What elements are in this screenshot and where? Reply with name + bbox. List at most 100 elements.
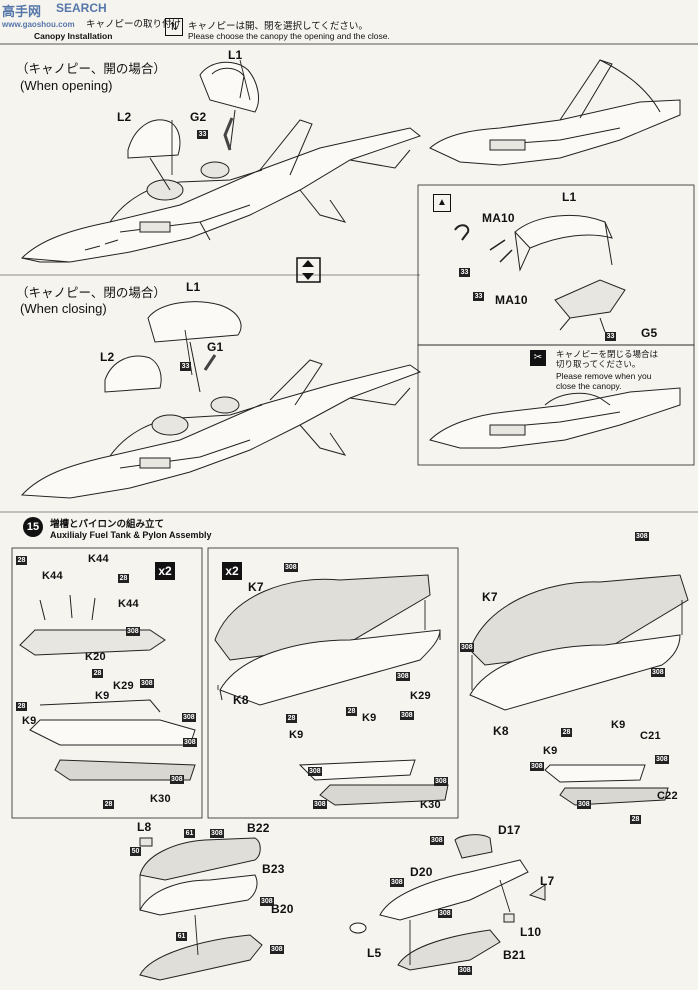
color-tag-28-a5: 28 [103, 800, 114, 809]
tank-c-k8-drawing [469, 634, 681, 711]
color-tag-308-c6: 308 [577, 800, 591, 809]
tank-c-k7-drawing [469, 574, 689, 666]
label-l10: L10 [520, 925, 542, 939]
color-tag-28-b2: 28 [346, 707, 357, 716]
pod-b22-drawing [139, 837, 261, 881]
label-k9-c1: K9 [611, 719, 626, 731]
label-b23: B23 [262, 862, 285, 876]
label-l2-open: L2 [117, 110, 132, 124]
color-tag-308-a4: 308 [183, 738, 197, 747]
label-k7-c: K7 [482, 590, 498, 604]
tank-k7-drawing [214, 574, 431, 661]
label-c22: C22 [657, 790, 678, 802]
label-k9-b1: K9 [362, 712, 377, 724]
pylon-b21-drawing [397, 929, 501, 971]
color-tag-308-c3: 308 [651, 668, 665, 677]
label-c21: C21 [640, 730, 661, 742]
color-tag-33-detail-b: 33 [473, 292, 484, 301]
watermark-url: www.gaoshou.com [2, 20, 75, 29]
label-d20: D20 [410, 865, 433, 879]
color-tag-308-c1: 308 [635, 532, 649, 541]
label-ma10-upper: MA10 [482, 211, 515, 225]
color-tag-308-d1: 308 [210, 829, 224, 838]
header-instruction-en: Please choose the canopy the opening and… [188, 31, 390, 41]
detail-note-en-2: close the canopy. [556, 381, 622, 391]
label-g5: G5 [641, 326, 658, 340]
color-tag-308-e4: 308 [458, 966, 472, 975]
label-l1-detail: L1 [562, 190, 577, 204]
color-tag-308-c2: 308 [460, 643, 474, 652]
color-tag-308-b6: 308 [313, 800, 327, 809]
color-tag-308-b3: 308 [400, 711, 414, 720]
watermark-cn: 高手网 [2, 1, 41, 20]
header-instruction-jp: キャノピーは開、閉を選択してください。 [188, 21, 368, 32]
color-tag-308-d2: 308 [260, 897, 274, 906]
color-tag-28-a3: 28 [92, 669, 103, 678]
label-k9-b2: K9 [289, 729, 304, 741]
color-tag-308-a5: 308 [170, 775, 184, 784]
color-tag-308-c4: 308 [530, 762, 544, 771]
label-k8-b: K8 [233, 693, 249, 707]
canopy-frame-detail [514, 214, 613, 249]
step15-title-jp: 増槽とパイロンの組み立て [50, 519, 165, 530]
detail-note-jp-1: キャノピーを閉じる場合は [556, 350, 659, 360]
label-b22: B22 [247, 821, 270, 835]
label-k30-b: K30 [420, 799, 441, 811]
label-k44-b: K44 [42, 570, 63, 582]
label-l8: L8 [137, 820, 152, 834]
part-l10-drawing [503, 913, 515, 923]
color-tag-308-c5: 308 [655, 755, 669, 764]
color-tag-308-e1: 308 [430, 836, 444, 845]
pod-d20-drawing [379, 859, 529, 921]
label-d17: D17 [498, 823, 521, 837]
g5-part-detail [554, 279, 626, 319]
multiplier-badge-b: x2 [222, 562, 242, 580]
tank-k8-drawing [219, 629, 441, 706]
pod-b23-drawing [139, 874, 258, 916]
color-tag-28-a1: 28 [16, 556, 27, 565]
label-k30-a: K30 [150, 793, 171, 805]
label-k8-c: K8 [493, 724, 509, 738]
step15-title-en: Auxilialy Fuel Tank & Pylon Assembly [50, 530, 212, 540]
label-g2: G2 [190, 110, 207, 124]
label-k9-c2: K9 [543, 745, 558, 757]
label-g1: G1 [207, 340, 224, 354]
label-b21: B21 [503, 948, 526, 962]
canopy-l2-open [127, 119, 181, 159]
cut-knife-icon: ✂ [530, 350, 546, 366]
part-l5-drawing [349, 922, 367, 934]
watermark-char-2: 手 [15, 4, 29, 19]
color-tag-33-closed: 33 [180, 362, 191, 371]
canopy-l2-closed [104, 355, 162, 393]
aircraft-open-drawing [20, 119, 422, 263]
pylon-c21-drawing [544, 764, 646, 783]
label-k29-a: K29 [113, 680, 134, 692]
aircraft-open-reference [429, 59, 681, 166]
canopy-l1-open [199, 61, 259, 113]
color-tag-308-b1: 308 [284, 563, 298, 572]
choose-arrows-icon: ⇅ [165, 18, 183, 36]
color-tag-308-a1: 308 [126, 627, 140, 636]
color-tag-28-b1: 28 [286, 714, 297, 723]
color-tag-308-e2: 308 [390, 878, 404, 887]
color-tag-308-b2: 308 [396, 672, 410, 681]
label-l7: L7 [540, 874, 555, 888]
color-tag-308-e3: 308 [438, 909, 452, 918]
open-title-jp: （キャノピー、開の場合） [16, 61, 166, 76]
detail-note-en-1: Please remove when you [556, 371, 652, 381]
part-l7-drawing [528, 884, 546, 901]
header-title-en: Canopy Installation [34, 31, 113, 41]
label-b20: B20 [271, 902, 294, 916]
pylon-k20-drawing [19, 629, 166, 656]
color-tag-33-open: 33 [197, 130, 208, 139]
label-k29-b: K29 [410, 690, 431, 702]
color-tag-308-b4: 308 [308, 767, 322, 776]
color-tag-308-d3: 308 [270, 945, 284, 954]
color-tag-28-c1: 28 [561, 728, 572, 737]
color-tag-308-a2: 308 [140, 679, 154, 688]
label-k9-a: K9 [95, 690, 110, 702]
color-tag-28-a4: 28 [16, 702, 27, 711]
aircraft-closed-drawing [20, 359, 422, 499]
multiplier-badge-a: x2 [155, 562, 175, 580]
